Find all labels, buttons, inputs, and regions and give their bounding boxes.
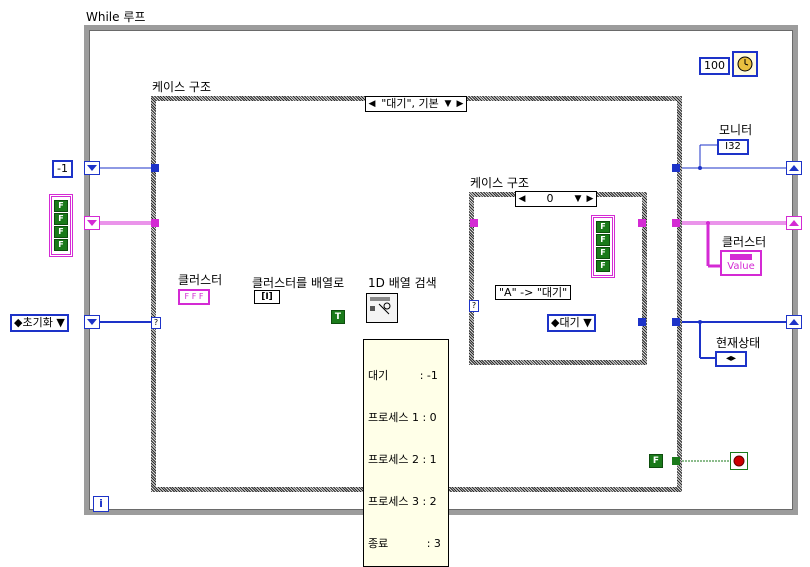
cluster-bar-icon xyxy=(730,254,752,260)
next-case-icon[interactable]: ▶ xyxy=(456,99,464,109)
metronome-icon[interactable] xyxy=(732,51,758,77)
cluster-to-array-node[interactable]: [I] xyxy=(254,290,280,304)
state-mapping-note: 대기 : -1 프로세스 1 : 0 프로세스 2 : 1 프로세스 3 : 2… xyxy=(363,339,449,567)
inner-case-label: 케이스 구조 xyxy=(470,176,530,190)
dropdown-icon[interactable]: ▼ xyxy=(444,99,452,109)
stop-icon[interactable] xyxy=(730,452,748,470)
inner-tunnel-cluster-in[interactable] xyxy=(470,219,478,227)
bool-element[interactable]: F xyxy=(54,239,68,251)
bool-element[interactable]: F xyxy=(54,226,68,238)
current-state-indicator[interactable]: ◂▸ xyxy=(715,351,747,367)
bool-array-constant[interactable]: F F F F xyxy=(49,194,73,257)
inner-selector-terminal[interactable]: ? xyxy=(469,300,479,312)
shift-register-enum-left[interactable] xyxy=(84,315,100,329)
monitor-indicator[interactable]: I32 xyxy=(717,139,749,155)
prev-case-icon[interactable]: ◀ xyxy=(368,99,376,109)
enum-arrows-icon: ◆ xyxy=(551,316,560,329)
bool-element[interactable]: F xyxy=(54,200,68,212)
enum-wait-constant[interactable]: ◆대기 ▼ xyxy=(547,314,596,332)
chevron-down-icon: ▼ xyxy=(583,316,592,329)
bool-element[interactable]: F xyxy=(596,221,610,233)
shift-register-int-right[interactable] xyxy=(786,161,802,175)
cluster-to-array-label: 클러스터를 배열로 xyxy=(252,276,345,290)
enum-arrows-icon: ◂▸ xyxy=(725,353,737,364)
tunnel-bool-out[interactable] xyxy=(672,457,680,465)
outer-case-label: 케이스 구조 xyxy=(152,80,212,94)
false-constant[interactable]: F xyxy=(649,454,663,468)
tunnel-cluster-in[interactable] xyxy=(151,219,159,227)
tunnel-enum-out[interactable] xyxy=(672,318,680,326)
bool-element[interactable]: F xyxy=(596,260,610,272)
string-constant[interactable]: "A" -> "대기" xyxy=(495,285,572,300)
next-case-icon[interactable]: ▶ xyxy=(586,194,594,204)
array-search-label: 1D 배열 검색 xyxy=(368,276,437,290)
monitor-label: 모니터 xyxy=(719,123,753,137)
chevron-down-icon: ▼ xyxy=(56,316,65,329)
dropdown-icon[interactable]: ▼ xyxy=(574,194,582,204)
inner-tunnel-cluster-out[interactable] xyxy=(638,219,646,227)
init-number-constant[interactable]: -1 xyxy=(53,161,72,177)
array-search-node[interactable] xyxy=(366,293,398,323)
cluster-label: 클러스터 xyxy=(178,273,223,287)
while-loop-label: While 루프 xyxy=(86,10,146,24)
inner-bool-array-constant[interactable]: F F F F xyxy=(591,215,615,278)
tunnel-cluster-out[interactable] xyxy=(672,219,680,227)
cluster-indicator[interactable]: Value xyxy=(720,250,762,276)
shift-register-enum-right[interactable] xyxy=(786,315,802,329)
prev-case-icon[interactable]: ◀ xyxy=(518,194,526,204)
array-search-icon xyxy=(370,297,391,315)
true-constant[interactable]: T xyxy=(331,310,345,324)
bool-element[interactable]: F xyxy=(54,213,68,225)
tunnel-int-out[interactable] xyxy=(672,164,680,172)
cluster-terminal[interactable]: F F F xyxy=(178,289,210,305)
outer-case-selector[interactable]: ◀ "대기", 기본 ▼ ▶ xyxy=(365,96,467,112)
cluster-out-label: 클러스터 xyxy=(722,235,767,249)
shift-register-int-left[interactable] xyxy=(84,161,100,175)
inner-case-structure[interactable] xyxy=(469,192,647,365)
inner-case-selector[interactable]: ◀ 0 ▼ ▶ xyxy=(515,191,597,207)
shift-register-cluster-left[interactable] xyxy=(84,216,100,230)
bool-element[interactable]: F xyxy=(596,234,610,246)
iteration-terminal[interactable]: i xyxy=(93,496,109,512)
current-state-label: 현재상태 xyxy=(716,336,761,350)
case-selector-terminal[interactable]: ? xyxy=(151,317,161,329)
shift-register-cluster-right[interactable] xyxy=(786,216,802,230)
tunnel-int-in[interactable] xyxy=(151,164,159,172)
bool-element[interactable]: F xyxy=(596,247,610,259)
wait-ms-constant[interactable]: 100 xyxy=(700,58,729,74)
enum-arrows-icon: ◆ xyxy=(14,316,23,329)
inner-tunnel-enum-out[interactable] xyxy=(638,318,646,326)
init-enum-constant[interactable]: ◆초기화 ▼ xyxy=(10,314,69,332)
